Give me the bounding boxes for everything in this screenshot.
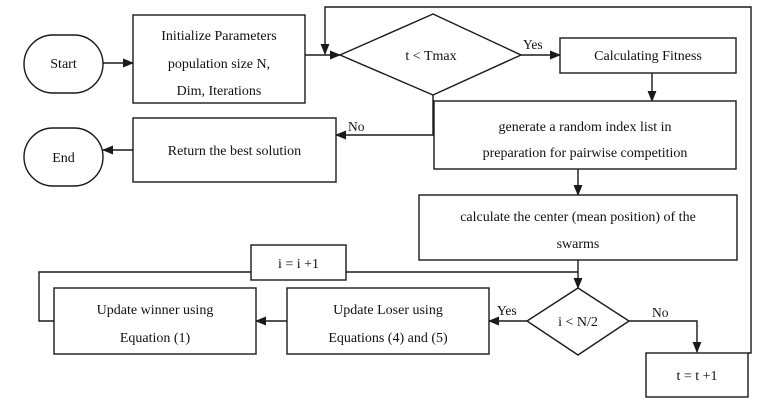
update-loser-box xyxy=(286,287,490,355)
return-best-label: Return the best solution xyxy=(168,144,301,159)
edge-cond-t-no-to-return xyxy=(334,95,434,140)
edge-cond-i-no-to-inc-t xyxy=(629,320,702,354)
update-winner-box xyxy=(53,287,257,355)
inc-i-box xyxy=(250,244,347,281)
cond-i-diamond xyxy=(525,287,631,356)
update-winner-line2: Equation (1) xyxy=(120,331,191,346)
end-label: End xyxy=(52,151,75,166)
center-line2: swarms xyxy=(557,237,600,252)
edge-inc-t-loop-back xyxy=(320,6,752,354)
random-index-box xyxy=(433,100,737,170)
inc-i-label: i = i +1 xyxy=(278,257,319,272)
start-terminal xyxy=(23,34,104,94)
cond-i-no-label: No xyxy=(652,305,669,320)
update-loser-line1: Update Loser using xyxy=(333,303,443,318)
init-params-line3: Dim, Iterations xyxy=(177,84,262,99)
calc-fitness-box xyxy=(559,37,737,74)
cond-t-no-label: No xyxy=(348,119,365,134)
update-winner-line1: Update winner using xyxy=(97,303,214,318)
init-params-line1: Initialize Parameters xyxy=(161,29,276,44)
cond-t-yes-label: Yes xyxy=(523,37,543,52)
cond-i-label: i < N/2 xyxy=(558,315,598,330)
cond-t-label: t < Tmax xyxy=(405,49,456,64)
center-line1: calculate the center (mean position) of … xyxy=(460,210,696,225)
init-params-box xyxy=(132,14,306,104)
inc-t-box xyxy=(645,352,749,398)
return-best-box xyxy=(132,117,337,183)
center-box xyxy=(418,194,738,261)
cond-i-yes-label: Yes xyxy=(497,303,517,318)
init-params-line2: population size N, xyxy=(168,57,270,72)
end-terminal xyxy=(23,127,104,187)
random-index-line2: preparation for pairwise competition xyxy=(483,146,688,161)
start-label: Start xyxy=(50,57,77,72)
update-loser-line2: Equations (4) and (5) xyxy=(328,331,448,346)
random-index-line1: generate a random index list in xyxy=(499,120,672,135)
cond-t-diamond xyxy=(338,13,523,96)
inc-t-label: t = t +1 xyxy=(676,369,717,384)
calc-fitness-label: Calculating Fitness xyxy=(594,49,702,64)
